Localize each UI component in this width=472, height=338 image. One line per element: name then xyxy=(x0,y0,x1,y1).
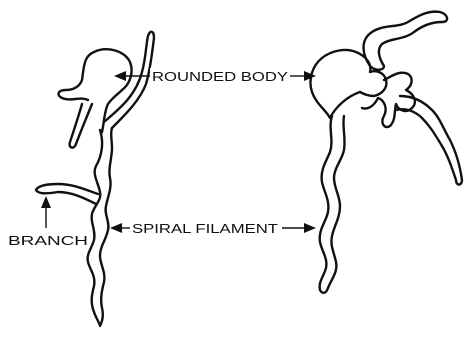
right-organism xyxy=(310,12,462,293)
left-body-stub xyxy=(70,104,92,148)
left-spiral-filament xyxy=(88,128,112,326)
rounded-body-arrowhead-left xyxy=(114,71,126,81)
right-side-filament xyxy=(396,96,462,185)
right-lobed-mass xyxy=(362,73,415,127)
branch-arrowhead xyxy=(41,196,51,208)
label-spiral-filament-group: SPIRAL FILAMENT xyxy=(110,220,316,236)
branch-label: BRANCH xyxy=(8,233,88,248)
right-spiral-filament xyxy=(320,116,345,293)
spiral-filament-arrowhead-right xyxy=(304,223,316,233)
right-rounded-body xyxy=(310,50,386,118)
spiral-filament-label: SPIRAL FILAMENT xyxy=(132,221,278,236)
label-rounded-body-group: ROUNDED BODY xyxy=(114,68,316,84)
spiral-filament-arrowhead-left xyxy=(110,223,122,233)
rounded-body-label: ROUNDED BODY xyxy=(152,69,288,84)
right-top-filament xyxy=(364,12,448,70)
label-branch-group: BRANCH xyxy=(8,196,88,248)
